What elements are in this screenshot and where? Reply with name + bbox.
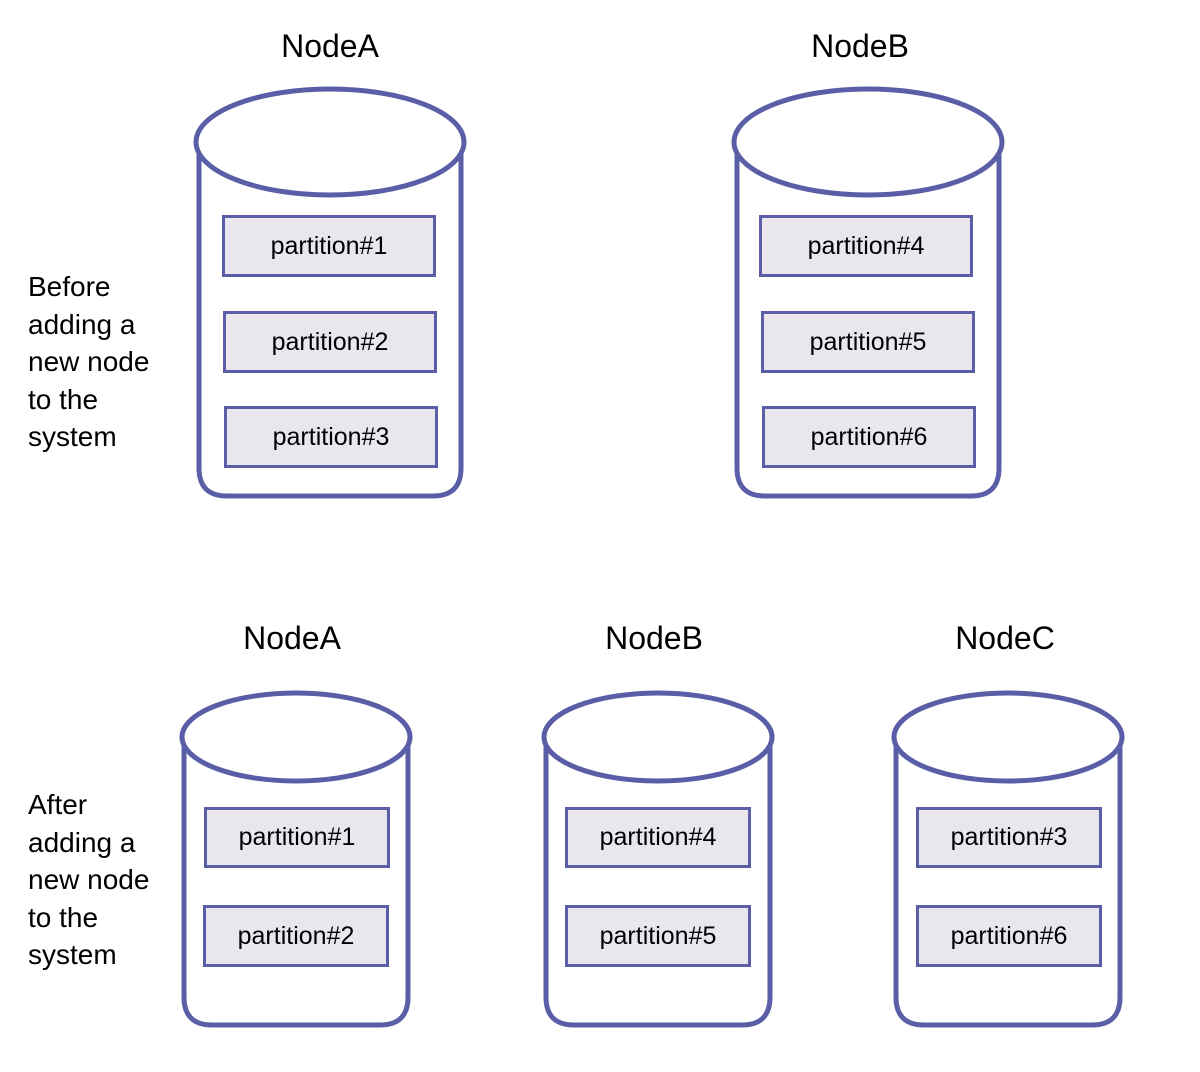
before-node-a-label: NodeA <box>281 28 379 64</box>
before-node-b-partition-2: partition#5 <box>761 311 975 373</box>
after-node-a-partition-1: partition#1 <box>204 807 390 868</box>
before-node-b-partition-3: partition#6 <box>762 406 976 468</box>
after-node-a-cylinder <box>179 690 413 1028</box>
after-node-c-partition-1: partition#3 <box>916 807 1102 868</box>
before-caption: Before adding a new node to the system <box>28 271 150 452</box>
after-node-b-label: NodeB <box>605 620 703 656</box>
after-caption: After adding a new node to the system <box>28 789 150 970</box>
after-node-c-label: NodeC <box>955 620 1055 656</box>
before-node-b-cylinder <box>731 86 1005 499</box>
before-node-a-partition-3: partition#3 <box>224 406 438 468</box>
after-node-b-partition-2: partition#5 <box>565 905 751 967</box>
before-node-a-partition-1: partition#1 <box>222 215 436 277</box>
after-node-b-cylinder <box>541 690 775 1028</box>
after-node-a-label: NodeA <box>243 620 341 656</box>
before-node-b-label: NodeB <box>811 28 909 64</box>
before-node-a-partition-2: partition#2 <box>223 311 437 373</box>
before-node-b-partition-1: partition#4 <box>759 215 973 277</box>
after-node-a-partition-2: partition#2 <box>203 905 389 967</box>
after-node-c-partition-2: partition#6 <box>916 905 1102 967</box>
after-node-b-partition-1: partition#4 <box>565 807 751 868</box>
before-node-a-cylinder <box>193 86 467 499</box>
after-node-c-cylinder <box>891 690 1125 1028</box>
